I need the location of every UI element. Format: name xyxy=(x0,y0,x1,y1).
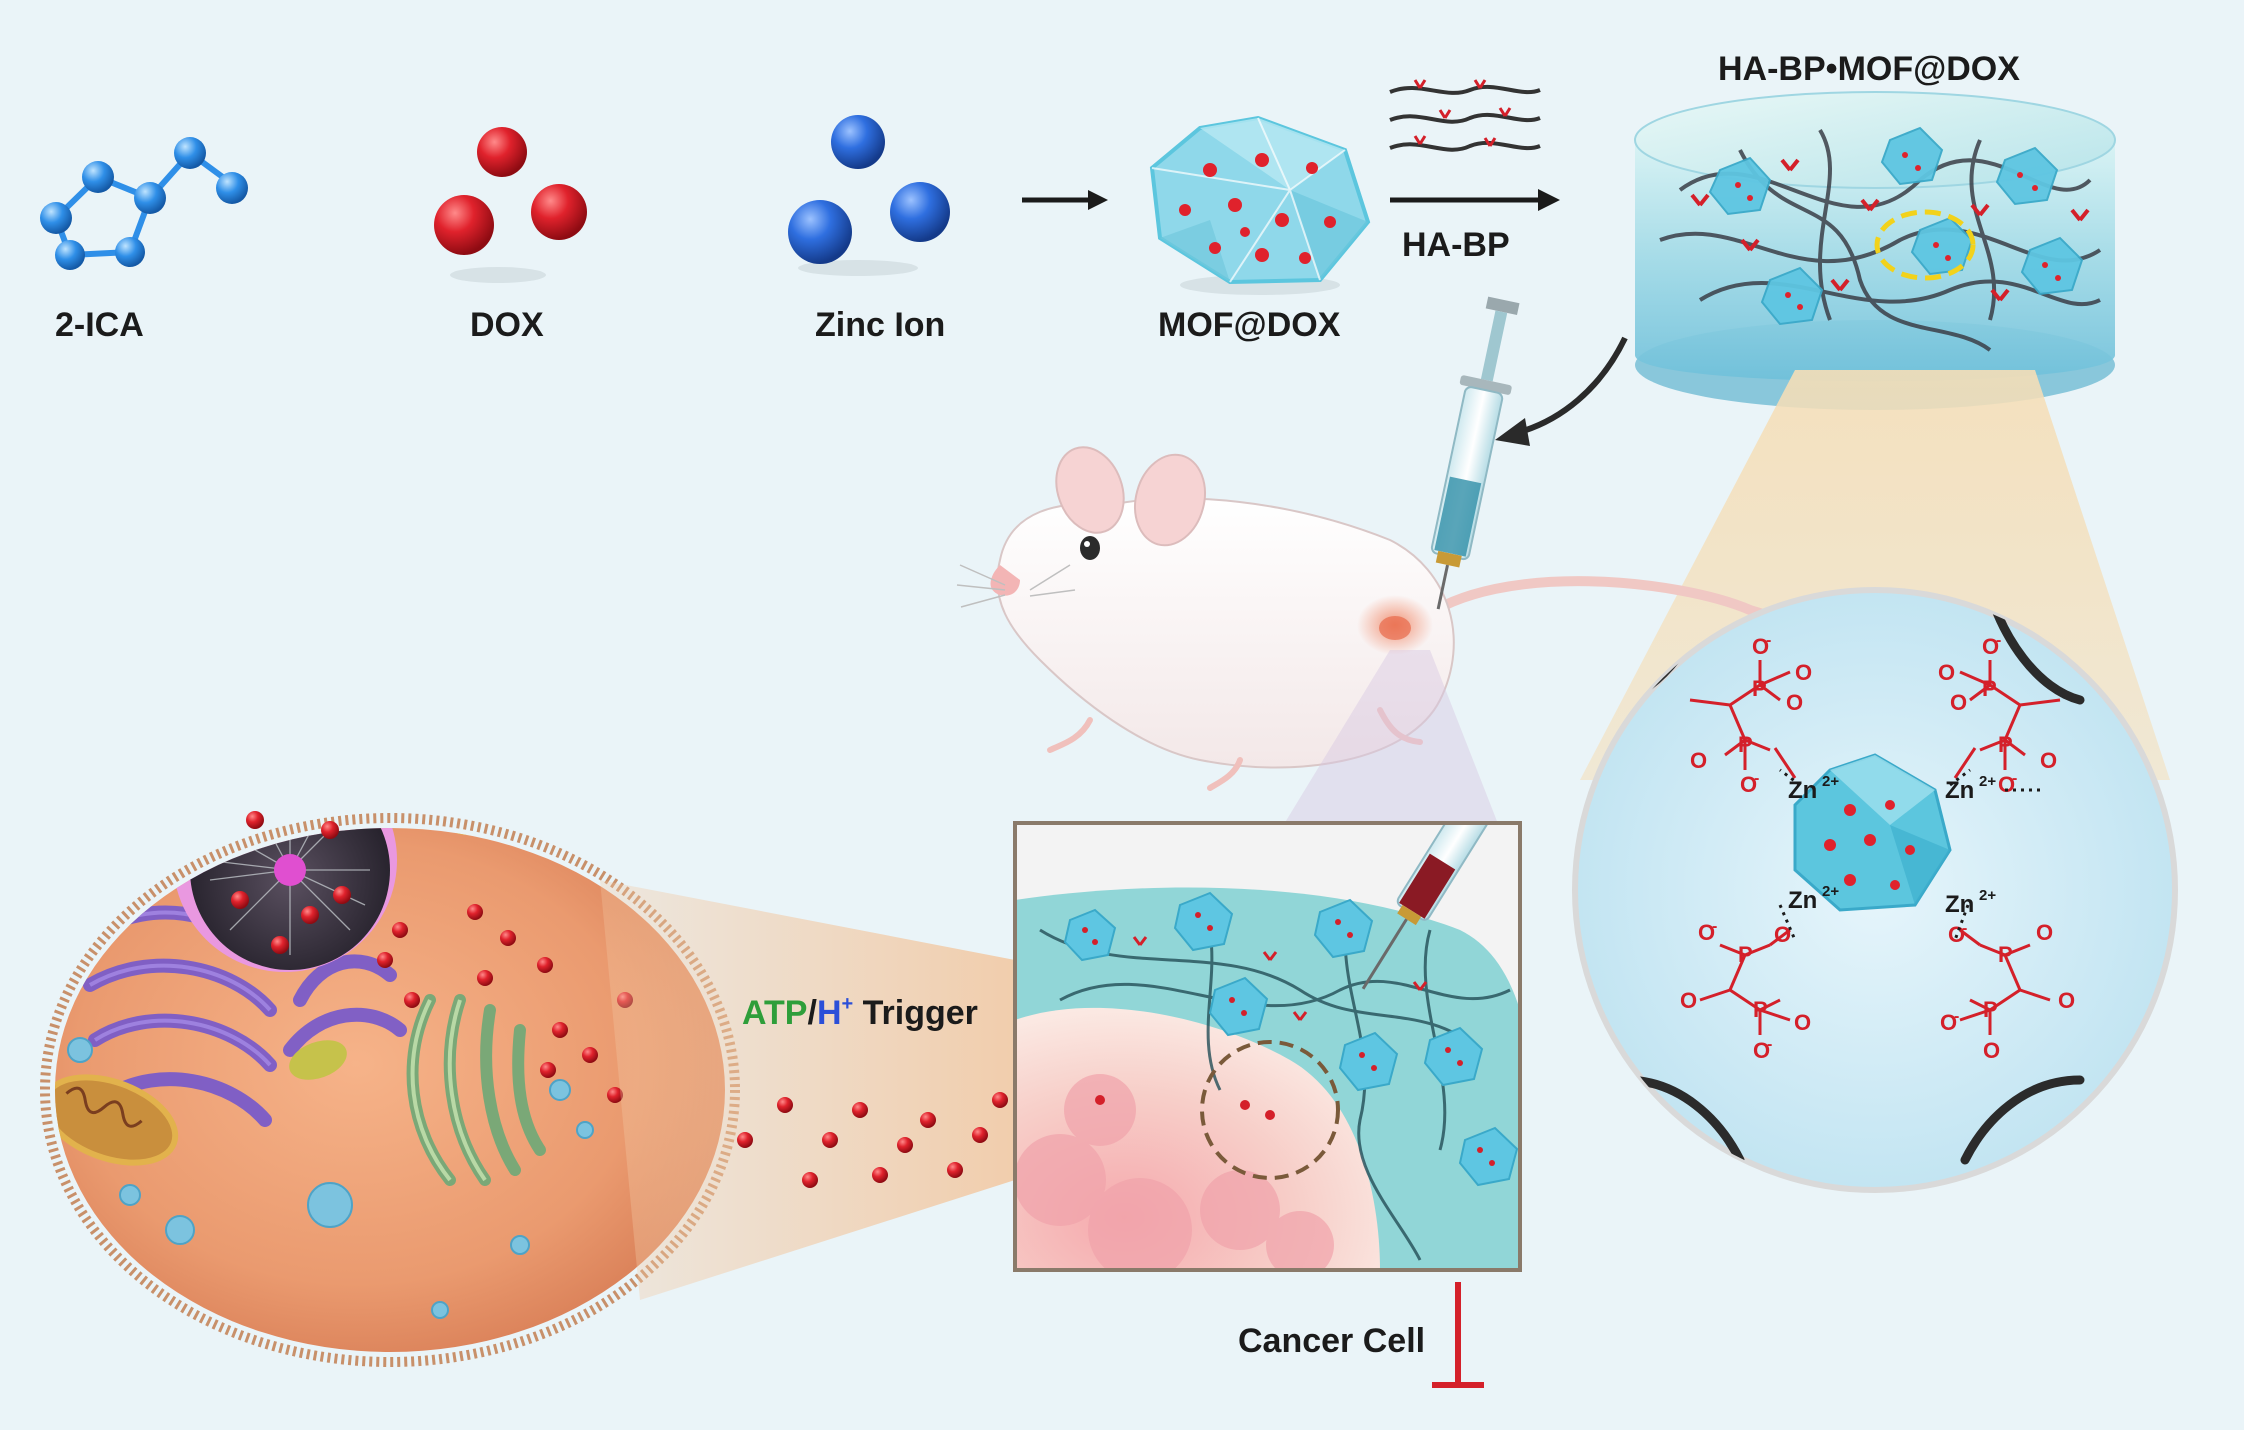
arrow-right-icon xyxy=(1390,189,1560,211)
oxygen-label: O xyxy=(1794,1010,1811,1035)
zinc-ion-label: Zn xyxy=(1945,891,1974,918)
charge-label: 2+ xyxy=(1979,773,1996,790)
label-dox: DOX xyxy=(470,306,544,344)
mouse-illustration xyxy=(956,446,1855,791)
oxygen-label: O xyxy=(1795,660,1812,685)
charge-label: - xyxy=(2012,770,2017,787)
label-cancer-cell: Cancer Cell xyxy=(1238,1322,1425,1360)
trigger-h: H xyxy=(817,994,842,1032)
zinc-ion-label: Zn xyxy=(1788,887,1817,914)
trigger-plus: + xyxy=(842,993,854,1015)
phosphorus-label: P xyxy=(1738,942,1753,967)
chelation-chemistry: O - P O O P O O - O - P O O P O O - O - xyxy=(1615,590,2085,1165)
phosphorus-label: P xyxy=(1752,676,1767,701)
label-mof: MOF@DOX xyxy=(1158,306,1341,344)
phosphorus-label: P xyxy=(1998,732,2013,757)
oxygen-label: O xyxy=(1938,660,1955,685)
label-zinc: Zinc Ion xyxy=(815,306,945,344)
label-hydrogel: HA-BP•MOF@DOX xyxy=(1718,50,2020,88)
trigger-label: ATP/H+ Trigger xyxy=(742,993,978,1032)
charge-label: - xyxy=(1996,632,2001,649)
charge-label: 2+ xyxy=(1822,883,1839,900)
tumor-zoom-box xyxy=(1013,821,1522,1272)
oxygen-label: O xyxy=(1752,634,1769,659)
ica-molecule-icon xyxy=(40,137,248,270)
label-ica: 2-ICA xyxy=(55,306,144,344)
oxygen-label: O xyxy=(1680,988,1697,1013)
oxygen-label: O xyxy=(1774,922,1791,947)
ha-bp-polymer-chains-icon xyxy=(1389,79,1541,152)
phosphorus-label: P xyxy=(1738,732,1753,757)
zoom-cone xyxy=(600,880,1015,1300)
oxygen-label: O xyxy=(1983,1038,2000,1063)
oxygen-label: O xyxy=(1690,748,1707,773)
phosphorus-label: P xyxy=(1753,997,1768,1022)
trigger-word: Trigger xyxy=(853,994,978,1032)
charge-label: - xyxy=(1954,1008,1959,1025)
curved-arrow-icon xyxy=(1495,336,1628,446)
hydrogel-disk xyxy=(1634,91,2116,410)
mof-dox-polyhedron-icon xyxy=(1149,115,1371,295)
trigger-slash: / xyxy=(807,994,817,1032)
charge-label: - xyxy=(1766,632,1771,649)
zinc-ion-label: Zn xyxy=(1788,777,1817,804)
charge-label: - xyxy=(1754,770,1759,787)
oxygen-label: O xyxy=(2058,988,2075,1013)
trigger-atp: ATP xyxy=(742,994,807,1032)
label-habp: HA-BP xyxy=(1402,226,1510,264)
dox-molecule-icon xyxy=(434,127,587,283)
phosphorus-label: P xyxy=(1998,942,2013,967)
oxygen-label: O xyxy=(1950,690,1967,715)
oxygen-label: O xyxy=(2040,748,2057,773)
charge-label: 2+ xyxy=(1822,773,1839,790)
oxygen-label: O xyxy=(1982,634,1999,659)
cancer-cell-illustration xyxy=(40,811,740,1367)
oxygen-label: O xyxy=(1998,772,2015,797)
charge-label: - xyxy=(1767,1036,1772,1053)
oxygen-label: O xyxy=(1753,1038,1770,1063)
charge-label: - xyxy=(1712,918,1717,935)
highlight-dashed-circle xyxy=(1874,209,1976,281)
zinc-ion-label: Zn xyxy=(1945,777,1974,804)
zinc-ion-icon xyxy=(788,115,950,276)
phosphorus-label: P xyxy=(1982,676,1997,701)
syringe-icon xyxy=(1430,296,1520,610)
oxygen-label: O xyxy=(1740,772,1757,797)
charge-label: - xyxy=(1962,920,1967,937)
phosphorus-label: P xyxy=(1983,997,1998,1022)
arrow-right-icon xyxy=(1022,190,1108,210)
oxygen-label: O xyxy=(1940,1010,1957,1035)
oxygen-label: O xyxy=(1786,690,1803,715)
charge-label: 2+ xyxy=(1979,887,1996,904)
inhibition-icon xyxy=(1432,1282,1484,1388)
oxygen-label: O xyxy=(1698,920,1715,945)
oxygen-label: O xyxy=(2036,920,2053,945)
